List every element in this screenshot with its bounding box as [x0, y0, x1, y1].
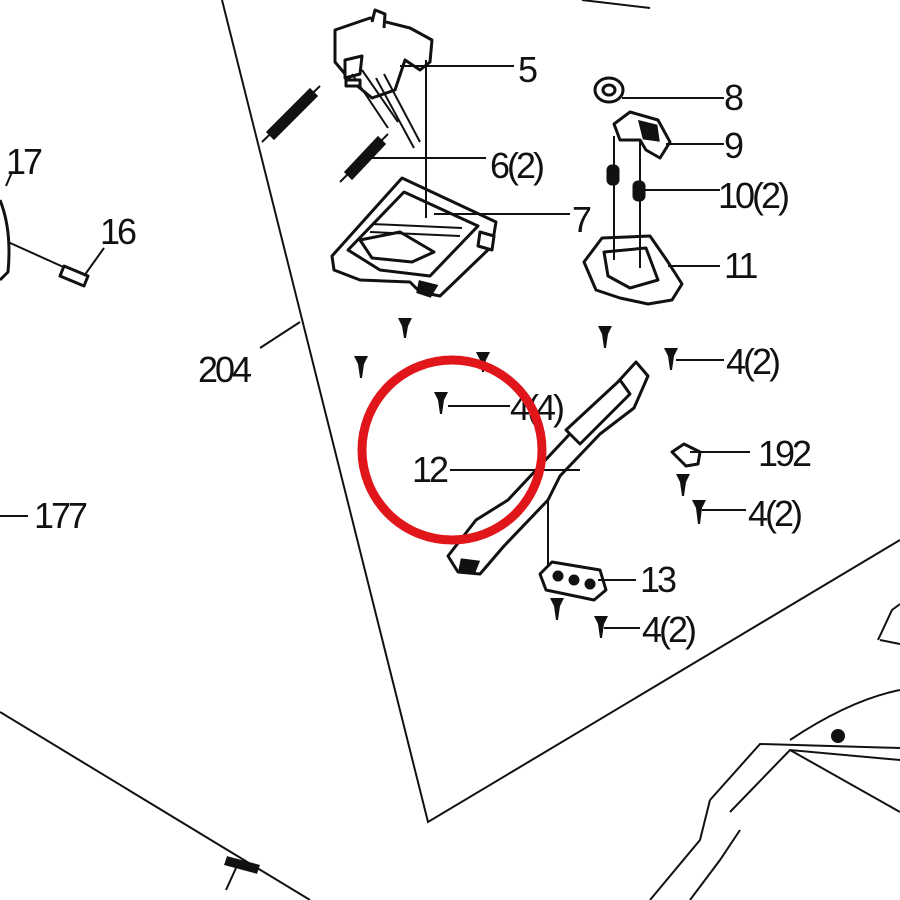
- part-6-springs: [261, 85, 389, 183]
- callout-17: 17: [6, 141, 42, 182]
- callout-12: 12: [412, 449, 448, 490]
- callout-9: 9: [724, 125, 743, 166]
- part-9-block: [612, 110, 672, 160]
- bottom-bolt: [224, 856, 260, 891]
- lower-right-assembly: [581, 0, 900, 900]
- part-8-ring: [593, 76, 625, 104]
- callout-5: 5: [518, 49, 537, 90]
- part-16-bolt: [7, 241, 90, 288]
- callout-177: 177: [34, 495, 87, 536]
- callout-4-2-c: 4(2): [642, 609, 695, 650]
- callout-16: 16: [100, 211, 136, 252]
- callout-10: 10(2): [718, 175, 788, 216]
- callout-13: 13: [640, 559, 676, 600]
- callout-8: 8: [724, 77, 743, 118]
- callout-7: 7: [572, 199, 591, 240]
- part-7-base-plate: [330, 176, 498, 298]
- part-5-clip-assembly: [333, 8, 434, 149]
- callout-204: 204: [198, 349, 251, 390]
- callout-192: 192: [758, 433, 811, 474]
- part-17-housing: [0, 199, 11, 282]
- callout-4-2-b: 4(2): [748, 493, 801, 534]
- callout-11: 11: [724, 245, 757, 286]
- part-12-slider: [446, 360, 650, 576]
- highlight-circle: [357, 355, 547, 545]
- callout-4-2-a: 4(2): [726, 341, 779, 382]
- part-13-plate: [538, 560, 608, 602]
- part-11-bracket: [582, 136, 684, 306]
- part-192-clip: [670, 442, 702, 468]
- callout-labels: 5 6(2) 7 8 9 10(2) 11 12 13 16 17 177 19…: [6, 49, 814, 650]
- leader-lines: [0, 60, 750, 629]
- callout-6: 6(2): [490, 145, 543, 186]
